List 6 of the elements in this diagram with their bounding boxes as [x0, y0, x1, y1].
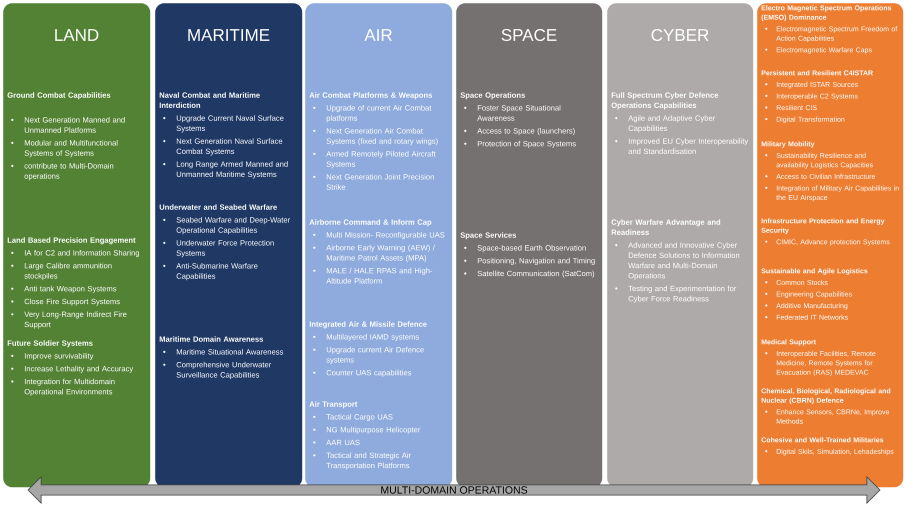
- column-title: AIR: [364, 29, 392, 41]
- column-title: LAND: [55, 29, 98, 41]
- column-box: [757, 3, 904, 488]
- column-title: SPACE: [502, 28, 556, 42]
- column-title: CYBER: [652, 28, 708, 42]
- column-title: MARITIME: [188, 29, 270, 41]
